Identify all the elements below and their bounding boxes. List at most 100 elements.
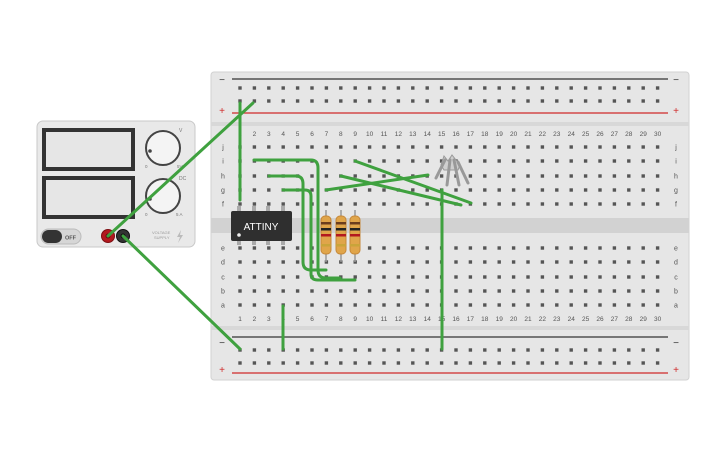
hole[interactable] — [367, 260, 372, 264]
rail-hole[interactable] — [468, 348, 473, 352]
hole[interactable] — [367, 275, 372, 279]
rail-hole[interactable] — [511, 348, 516, 352]
rail-hole[interactable] — [425, 361, 429, 365]
rail-hole[interactable] — [641, 86, 645, 90]
hole[interactable] — [468, 145, 473, 149]
hole[interactable] — [641, 289, 645, 293]
hole[interactable] — [267, 145, 271, 149]
rail-hole[interactable] — [497, 86, 501, 90]
hole[interactable] — [238, 303, 242, 307]
hole[interactable] — [324, 202, 329, 206]
hole[interactable] — [540, 174, 545, 178]
hole[interactable] — [439, 159, 444, 163]
hole[interactable] — [281, 289, 285, 293]
hole[interactable] — [598, 303, 602, 307]
hole[interactable] — [238, 246, 242, 250]
hole[interactable] — [655, 303, 660, 307]
hole[interactable] — [382, 289, 386, 293]
rail-hole[interactable] — [598, 86, 602, 90]
rail-hole[interactable] — [454, 361, 458, 365]
hole[interactable] — [454, 289, 458, 293]
hole[interactable] — [627, 188, 631, 192]
hole[interactable] — [526, 275, 530, 279]
hole[interactable] — [526, 303, 530, 307]
hole[interactable] — [367, 188, 372, 192]
rail-hole[interactable] — [396, 361, 401, 365]
hole[interactable] — [281, 260, 285, 264]
hole[interactable] — [526, 246, 530, 250]
rail-hole[interactable] — [598, 348, 602, 352]
hole[interactable] — [641, 188, 645, 192]
rail-hole[interactable] — [382, 348, 386, 352]
rail-hole[interactable] — [425, 99, 429, 103]
hole[interactable] — [569, 202, 573, 206]
rail-hole[interactable] — [353, 348, 357, 352]
rail-hole[interactable] — [598, 99, 602, 103]
hole[interactable] — [396, 246, 401, 250]
rail-hole[interactable] — [555, 86, 559, 90]
hole[interactable] — [454, 260, 458, 264]
hole[interactable] — [483, 303, 487, 307]
hole[interactable] — [526, 202, 530, 206]
hole[interactable] — [555, 275, 559, 279]
hole[interactable] — [252, 202, 257, 206]
rail-hole[interactable] — [612, 86, 617, 90]
hole[interactable] — [238, 275, 242, 279]
hole[interactable] — [382, 246, 386, 250]
hole[interactable] — [367, 246, 372, 250]
rail-hole[interactable] — [324, 99, 329, 103]
rail-hole[interactable] — [598, 361, 602, 365]
hole[interactable] — [238, 202, 242, 206]
hole[interactable] — [339, 188, 343, 192]
hole[interactable] — [310, 289, 314, 293]
rail-hole[interactable] — [339, 99, 343, 103]
rail-hole[interactable] — [540, 99, 545, 103]
hole[interactable] — [627, 145, 631, 149]
rail-hole[interactable] — [483, 361, 487, 365]
rail-hole[interactable] — [281, 361, 285, 365]
hole[interactable] — [425, 289, 429, 293]
hole[interactable] — [511, 246, 516, 250]
wire-resistor-to-led-3[interactable] — [353, 159, 473, 205]
hole[interactable] — [641, 275, 645, 279]
hole[interactable] — [454, 246, 458, 250]
rail-hole[interactable] — [310, 99, 314, 103]
chip-body[interactable] — [231, 211, 292, 241]
rail-hole[interactable] — [324, 86, 329, 90]
rail-hole[interactable] — [454, 99, 458, 103]
hole[interactable] — [339, 159, 343, 163]
rail-hole[interactable] — [497, 361, 501, 365]
hole[interactable] — [655, 275, 660, 279]
hole[interactable] — [540, 275, 545, 279]
hole[interactable] — [367, 202, 372, 206]
hole[interactable] — [425, 159, 429, 163]
hole[interactable] — [641, 246, 645, 250]
rail-hole[interactable] — [655, 361, 660, 365]
rail-hole[interactable] — [339, 86, 343, 90]
hole[interactable] — [281, 202, 285, 206]
hole[interactable] — [526, 145, 530, 149]
rail-hole[interactable] — [483, 86, 487, 90]
hole[interactable] — [454, 303, 458, 307]
rail-hole[interactable] — [324, 361, 329, 365]
hole[interactable] — [425, 145, 429, 149]
rail-hole[interactable] — [382, 361, 386, 365]
rail-hole[interactable] — [267, 86, 271, 90]
hole[interactable] — [382, 303, 386, 307]
rail-hole[interactable] — [641, 361, 645, 365]
hole[interactable] — [555, 289, 559, 293]
hole[interactable] — [454, 145, 458, 149]
hole[interactable] — [612, 303, 617, 307]
hole[interactable] — [655, 188, 660, 192]
rail-hole[interactable] — [627, 86, 631, 90]
hole[interactable] — [382, 188, 386, 192]
hole[interactable] — [454, 275, 458, 279]
hole[interactable] — [295, 202, 300, 206]
hole[interactable] — [497, 289, 501, 293]
hole[interactable] — [598, 246, 602, 250]
rail-hole[interactable] — [367, 348, 372, 352]
hole[interactable] — [353, 188, 357, 192]
wire-supply-positive[interactable] — [106, 101, 255, 238]
rail-hole[interactable] — [425, 86, 429, 90]
hole[interactable] — [468, 275, 473, 279]
